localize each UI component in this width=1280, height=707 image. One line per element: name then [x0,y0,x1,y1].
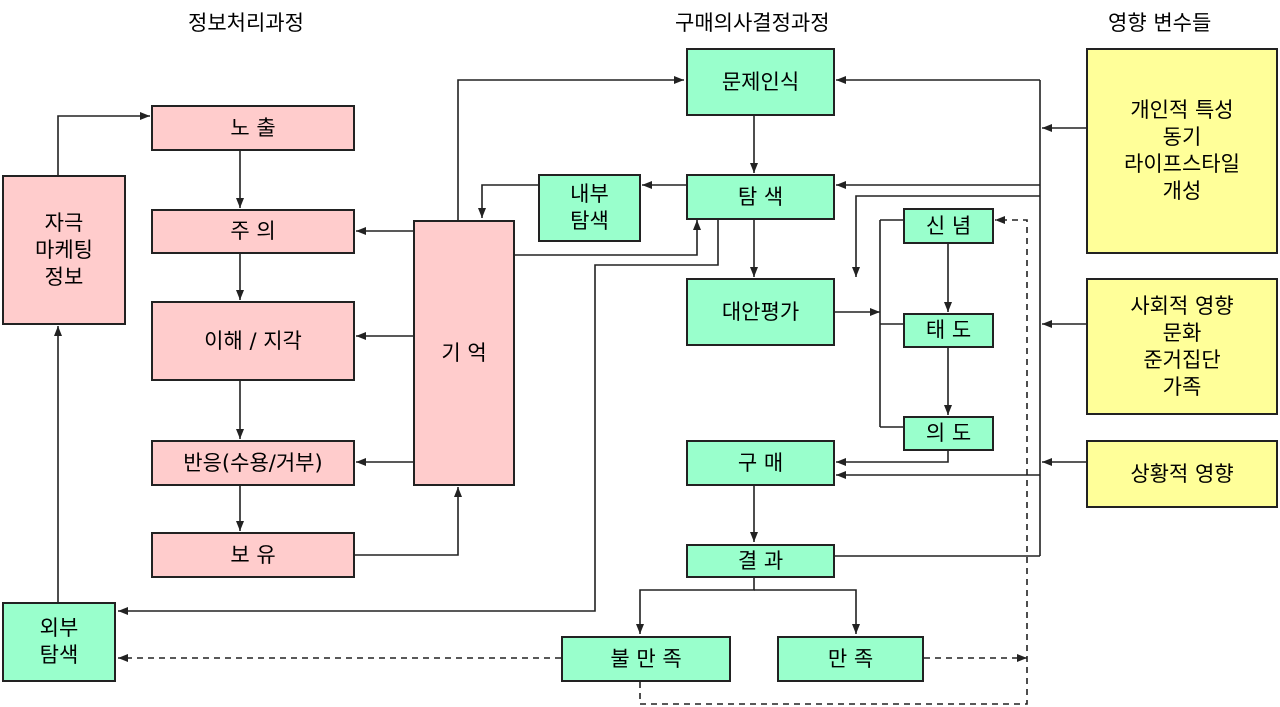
individual-characteristics-box: 개인적 특성 동기 라이프스타일 개성 [1086,48,1278,254]
problem-recognition-box: 문제인식 [686,48,835,116]
social-influence-box: 사회적 영향 문화 준거집단 가족 [1086,278,1278,415]
intention-box: 의 도 [903,416,994,451]
internal-search-box: 내부 탐색 [538,174,641,242]
dissatisfaction-box: 불 만 족 [561,636,731,682]
memory-box: 기 억 [413,220,515,486]
arrow-outcome-to-dissatisfaction [636,578,755,634]
retention-box: 보 유 [151,532,355,578]
belief-box: 신 념 [903,208,994,244]
arrow-internal-search-to-memory [478,184,538,218]
arrow-stimulus-to-exposure [57,112,150,175]
response-box: 반응(수용/거부) [151,440,355,486]
arrow-retention-to-memory [355,487,462,556]
satisfaction-box: 만 족 [777,636,924,682]
arrow-trunk-to-evaluation [852,195,1040,277]
attitude-box: 태 도 [903,313,994,348]
arrow-search-to-external-search [118,220,719,615]
outcome-box: 결 과 [686,544,835,578]
comprehension-box: 이해 / 지각 [151,301,355,381]
arrow-memory-to-problem-recognition [457,76,684,220]
arrow-intention-to-purchase [836,451,949,466]
external-search-box: 외부 탐색 [2,602,116,682]
alternative-evaluation-box: 대안평가 [686,278,835,346]
header-influence-variables: 영향 변수들 [1108,11,1212,35]
search-box: 탐 색 [686,174,835,220]
situational-influence-box: 상황적 영향 [1086,440,1278,508]
header-info-processing: 정보처리과정 [188,11,304,35]
purchase-box: 구 매 [686,440,835,486]
header-decision-process: 구매의사결정과정 [675,11,830,35]
dashed-feedback-to-belief [639,216,1028,705]
stimulus-box: 자극 마케팅 정보 [2,175,126,325]
attention-box: 주 의 [151,209,355,254]
exposure-box: 노 출 [151,105,355,151]
arrow-memory-to-search [514,220,701,256]
arrow-outcome-to-satisfaction [754,589,860,634]
